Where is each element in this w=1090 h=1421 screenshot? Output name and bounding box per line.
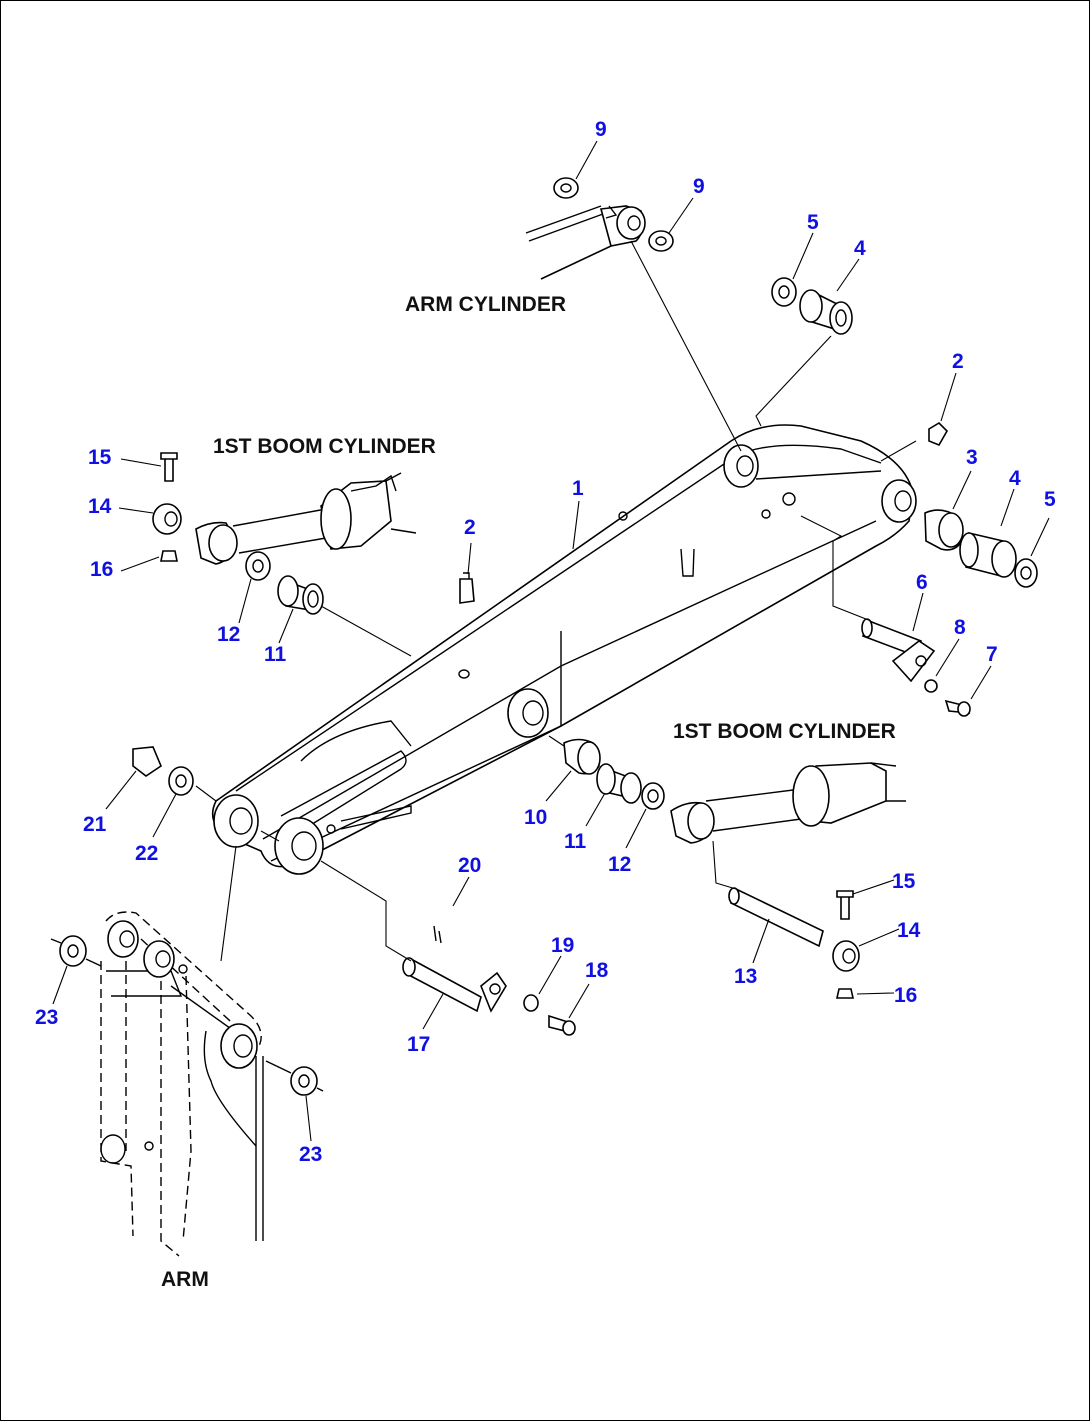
callout-part-20[interactable]: 20 — [458, 854, 481, 877]
callout-part-5[interactable]: 5 — [807, 211, 819, 234]
arm-cylinder-drawing — [525, 205, 646, 280]
callout-part-5[interactable]: 5 — [1044, 488, 1056, 511]
callout-part-4[interactable]: 4 — [1009, 467, 1021, 490]
callout-part-11[interactable]: 11 — [264, 643, 287, 666]
callout-part-9[interactable]: 9 — [595, 118, 607, 141]
callout-part-13[interactable]: 13 — [734, 965, 757, 988]
boom-cylinder-upper-drawing — [195, 472, 417, 565]
callout-part-14[interactable]: 14 — [897, 919, 921, 942]
callout-part-18[interactable]: 18 — [585, 959, 609, 982]
callout-part-6[interactable]: 6 — [916, 571, 928, 594]
components — [50, 177, 1038, 1096]
label-boom-cylinder-lower: 1ST BOOM CYLINDER — [673, 720, 896, 743]
callout-part-2[interactable]: 2 — [464, 516, 476, 539]
callout-part-22[interactable]: 22 — [135, 842, 158, 865]
callout-part-16[interactable]: 16 — [90, 558, 113, 581]
callout-part-2[interactable]: 2 — [952, 350, 964, 373]
boom-cylinder-lower-drawing — [670, 762, 906, 844]
callout-part-12[interactable]: 12 — [608, 853, 631, 876]
label-boom-cylinder-upper: 1ST BOOM CYLINDER — [213, 435, 436, 458]
callout-part-15[interactable]: 15 — [892, 870, 916, 893]
callout-part-19[interactable]: 19 — [551, 934, 574, 957]
label-arm: ARM — [161, 1268, 209, 1291]
callout-part-10[interactable]: 10 — [524, 806, 547, 829]
part-callouts: 9 9 5 4 2 15 14 16 12 11 2 1 3 4 5 6 8 7… — [35, 118, 1056, 1166]
label-arm-cylinder: ARM CYLINDER — [405, 293, 566, 316]
text-labels: ARM CYLINDER 1ST BOOM CYLINDER 1ST BOOM … — [161, 293, 896, 1291]
callout-part-17[interactable]: 17 — [407, 1033, 430, 1056]
assembly-lines — [195, 240, 917, 962]
callout-part-7[interactable]: 7 — [986, 643, 998, 666]
callout-part-4[interactable]: 4 — [854, 237, 866, 260]
callout-part-11[interactable]: 11 — [564, 830, 587, 853]
callout-part-23[interactable]: 23 — [299, 1143, 322, 1166]
callout-part-21[interactable]: 21 — [83, 813, 107, 836]
arm-drawing — [100, 911, 264, 1257]
callout-part-16[interactable]: 16 — [894, 984, 917, 1007]
callout-part-15[interactable]: 15 — [88, 446, 112, 469]
callout-part-1[interactable]: 1 — [572, 477, 584, 500]
callout-leaders — [52, 140, 1050, 1142]
boom-body — [211, 424, 917, 875]
callout-part-12[interactable]: 12 — [217, 623, 240, 646]
callout-part-23[interactable]: 23 — [35, 1006, 58, 1029]
callout-part-14[interactable]: 14 — [88, 495, 112, 518]
callout-part-3[interactable]: 3 — [966, 446, 978, 469]
callout-part-8[interactable]: 8 — [954, 616, 966, 639]
callout-part-9[interactable]: 9 — [693, 175, 705, 198]
